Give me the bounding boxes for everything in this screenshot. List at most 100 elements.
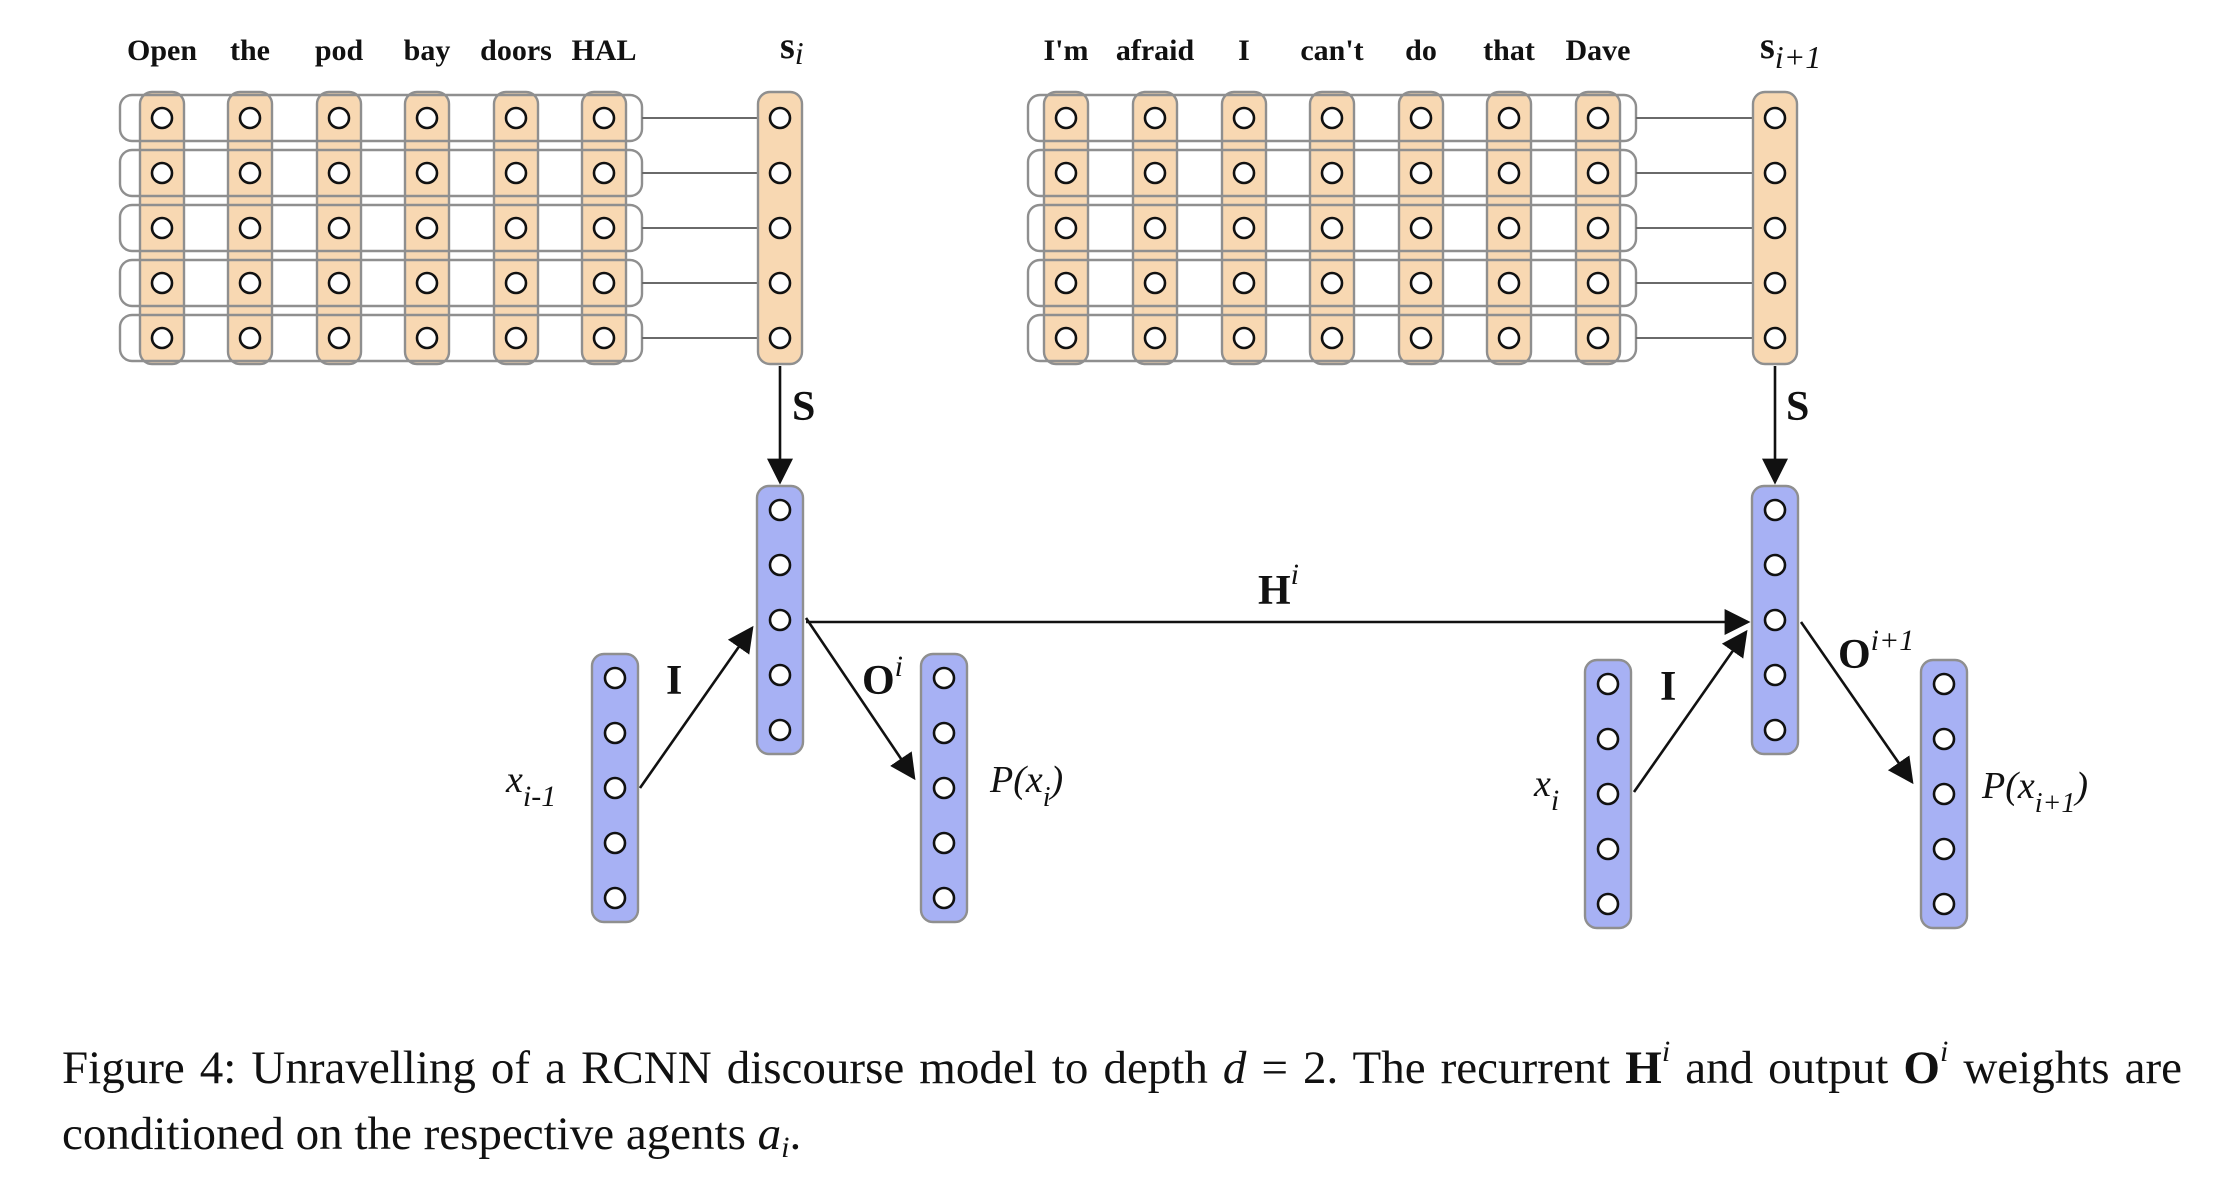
neuron: [415, 106, 439, 130]
neuron: [768, 663, 792, 687]
neuron: [1409, 326, 1433, 350]
neuron: [768, 216, 792, 240]
feature-row: [118, 203, 644, 253]
neuron: [1409, 271, 1433, 295]
neuron: [150, 326, 174, 350]
neuron: [1320, 326, 1344, 350]
neuron: [1586, 271, 1610, 295]
neuron: [327, 106, 351, 130]
input-label-left: xi-1: [505, 759, 556, 813]
neuron: [1586, 326, 1610, 350]
neuron: [1763, 608, 1787, 632]
neuron: [327, 271, 351, 295]
neuron: [1232, 106, 1256, 130]
hidden-vector-right: [1750, 484, 1800, 756]
neuron: [603, 831, 627, 855]
neuron: [1320, 216, 1344, 240]
neuron: [1054, 161, 1078, 185]
output-label-right: P(xi+1): [1981, 765, 2088, 819]
neuron: [1497, 271, 1521, 295]
word-label: I: [1238, 34, 1250, 67]
word-label: I'm: [1044, 34, 1089, 67]
word-label: can't: [1300, 34, 1363, 67]
neuron: [1932, 782, 1956, 806]
neuron: [415, 271, 439, 295]
caption-depth-var: d: [1222, 1042, 1247, 1094]
word-label: the: [230, 34, 270, 67]
caption-agent: a: [757, 1108, 782, 1160]
neuron: [238, 271, 262, 295]
feature-row: [118, 313, 644, 363]
neuron: [592, 161, 616, 185]
neuron: [1932, 672, 1956, 696]
neuron: [1232, 161, 1256, 185]
neuron: [150, 271, 174, 295]
neuron: [504, 106, 528, 130]
neuron: [1232, 271, 1256, 295]
neuron: [1596, 892, 1620, 916]
caption-end: .: [789, 1108, 802, 1160]
word-label: bay: [404, 34, 451, 67]
neuron: [768, 553, 792, 577]
neuron: [1054, 216, 1078, 240]
o-label-right: Oi+1: [1838, 624, 1914, 678]
neuron: [1763, 553, 1787, 577]
word-label: pod: [315, 34, 364, 67]
neuron: [1054, 326, 1078, 350]
o-arrow-left: [804, 617, 916, 781]
neuron: [415, 326, 439, 350]
neuron: [768, 326, 792, 350]
neuron: [603, 776, 627, 800]
neuron: [1143, 106, 1167, 130]
neuron: [603, 886, 627, 910]
neuron: [768, 718, 792, 742]
output-vector-right: [1919, 658, 1969, 930]
feature-row: [118, 258, 644, 308]
neuron: [1596, 672, 1620, 696]
neuron: [327, 161, 351, 185]
h-label: Hi: [1258, 558, 1299, 614]
caption-eq: = 2. The recurrent: [1246, 1042, 1626, 1094]
sentence-2-vector: [1751, 90, 1799, 366]
s-label-left: S: [792, 384, 815, 430]
neuron: [1586, 106, 1610, 130]
neuron: [1143, 326, 1167, 350]
neuron: [504, 271, 528, 295]
neuron: [327, 326, 351, 350]
neuron: [932, 831, 956, 855]
neuron: [592, 271, 616, 295]
neuron: [1763, 498, 1787, 522]
neuron: [603, 721, 627, 745]
neuron: [1143, 161, 1167, 185]
neuron: [1932, 892, 1956, 916]
layer-vectors: [590, 484, 1969, 930]
word-label: HAL: [571, 34, 636, 67]
neuron: [932, 886, 956, 910]
neuron: [1763, 106, 1787, 130]
input-label-right: xi: [1533, 763, 1559, 817]
word-label: that: [1483, 34, 1535, 67]
neuron: [1596, 837, 1620, 861]
neuron: [592, 326, 616, 350]
neuron: [768, 106, 792, 130]
neuron: [150, 161, 174, 185]
neuron: [1409, 161, 1433, 185]
word-label: afraid: [1116, 34, 1195, 67]
caption-agent-sub: i: [781, 1131, 790, 1164]
neuron: [1763, 216, 1787, 240]
o-arrow-right: [1799, 621, 1914, 785]
neuron: [768, 608, 792, 632]
i-label-right: I: [1660, 664, 1676, 710]
sentence-2-matrix: [1026, 90, 1753, 366]
neuron: [1409, 106, 1433, 130]
neuron: [1763, 663, 1787, 687]
neuron: [238, 216, 262, 240]
neuron: [1596, 727, 1620, 751]
neuron: [1497, 161, 1521, 185]
neuron: [1320, 271, 1344, 295]
neuron: [504, 326, 528, 350]
neuron: [1596, 782, 1620, 806]
neuron: [1763, 161, 1787, 185]
neuron: [415, 161, 439, 185]
